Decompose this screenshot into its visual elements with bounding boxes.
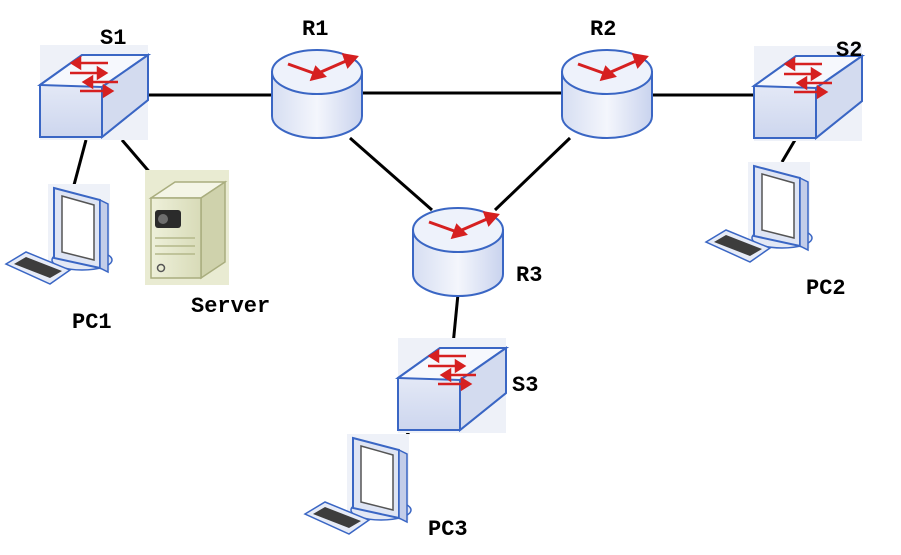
router-r3[interactable] [412,207,504,297]
link-r1-r3 [349,136,433,212]
pc-pc1[interactable] [4,184,113,285]
switch-arrows-icon [783,56,832,100]
label-s2: S2 [836,38,862,63]
router-r2[interactable] [561,49,653,139]
router-r1[interactable] [271,49,363,139]
switch-s1[interactable] [37,45,152,140]
keyboard-icon [303,501,371,535]
server[interactable] [145,170,229,285]
link-r2-r3 [493,136,572,212]
label-r1: R1 [302,17,328,42]
pc-pc3[interactable] [303,434,412,535]
links [72,91,797,444]
switch-s2[interactable] [751,46,866,141]
keyboard-icon [4,251,72,285]
label-pc1: PC1 [72,310,112,335]
label-s1: S1 [100,26,126,51]
label-s3: S3 [512,373,538,398]
link-s1-server [120,139,154,176]
label-pc3: PC3 [428,517,468,542]
power-button-icon [156,263,166,273]
label-r2: R2 [590,17,616,42]
switch-s3[interactable] [395,338,510,433]
label-server: Server [191,294,270,319]
link-s1-pc1 [72,139,88,186]
router-arrows-icon [428,211,500,240]
link-s2-pc2 [780,139,797,163]
label-pc2: PC2 [806,276,846,301]
pc-pc2[interactable] [704,162,813,263]
link-r3-s3 [451,293,460,346]
switch-arrows-icon [427,348,476,392]
keyboard-icon [704,229,772,263]
switch-arrows-icon [69,55,118,99]
router-arrows-icon [577,53,649,82]
label-r3: R3 [516,263,542,288]
router-arrows-icon [287,53,359,82]
